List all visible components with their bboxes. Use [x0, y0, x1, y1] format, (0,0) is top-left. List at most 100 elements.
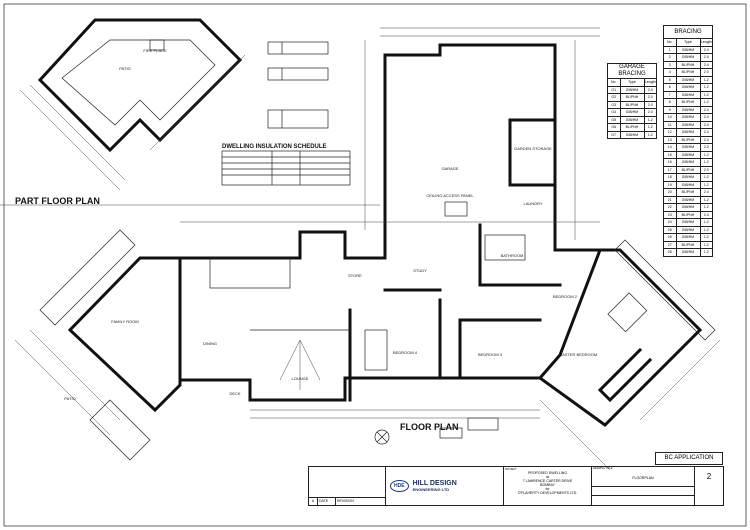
table-cell: GIB/HM [677, 249, 701, 256]
notes-tables: DWELLING INSULATION SCHEDULE [221, 41, 351, 186]
table-cell: 20 [664, 189, 677, 196]
garden-storage-label: GARDEN STORAGE [514, 146, 552, 151]
table-cell: 1.2 [703, 235, 709, 239]
table-cell: 2.4 [703, 130, 709, 134]
table-cell: 14 [664, 144, 677, 151]
table-cell: GIB/HM [677, 46, 701, 53]
bathroom-label: BATHROOM [501, 253, 524, 258]
table-cell: 16 [664, 159, 677, 166]
table-cell: 3 [664, 61, 677, 68]
table-cell: 2.4 [703, 47, 709, 52]
part-floor-plan: FIRE PLACE PATIO PART FLOOR PLAN [0, 18, 380, 206]
sheet-block: 2 [695, 467, 723, 505]
insulation-schedule-title: DWELLING INSULATION SCHEDULE [222, 144, 327, 150]
family-room-label: FAMILY ROOM [111, 319, 138, 324]
table-cell: 7 [664, 91, 677, 98]
table-cell: 2.4 [703, 55, 709, 59]
table-cell: GIB/HM [677, 114, 701, 121]
table-cell: BL/PNH [677, 136, 701, 143]
table-cell: GIB/HM [677, 151, 701, 158]
table-cell: BL/PNH [677, 61, 701, 68]
drawing-title-block: DRAWING TITLE FLOORPLAN [592, 467, 695, 505]
table-cell: 21 [664, 196, 677, 203]
table-cell: GIB/HM [677, 54, 701, 61]
table-cell: 25 [664, 226, 677, 233]
table-cell: No. [664, 39, 677, 46]
hde-logo: HDE [390, 480, 409, 492]
table-cell: 5 [664, 76, 677, 83]
table-cell: 1.2 [703, 197, 709, 202]
table-cell: 2.4 [703, 190, 709, 194]
bedroom3-label: BEDROOM 3 [478, 352, 503, 357]
table-cell: G5 [608, 116, 621, 123]
table-cell: 18 [664, 174, 677, 181]
table-cell: GIB/HM [621, 116, 645, 123]
table-cell: GIB/HM [677, 234, 701, 241]
table-cell: 1.2 [647, 132, 653, 137]
table-cell: GIB/HM [677, 226, 701, 233]
table-cell: G6 [608, 124, 621, 131]
table-cell: GIB/HM [677, 129, 701, 136]
fire-place-label: FIRE PLACE [143, 48, 167, 53]
table-cell: 1.2 [647, 117, 653, 122]
master-bedroom-label: MASTER BEDROOM [559, 352, 597, 357]
table-cell: 1.2 [703, 242, 709, 247]
table-cell: 2.4 [703, 212, 709, 217]
table-cell: 1.2 [703, 160, 709, 164]
table-cell: GIB/HM [677, 106, 701, 113]
table-cell: 8 [664, 99, 677, 106]
table-cell: 2.4 [703, 62, 709, 67]
lounge-label: LOUNGE [292, 376, 309, 381]
table-cell: 2.4 [703, 107, 709, 112]
table-cell: G7 [608, 131, 621, 138]
sheet-border [3, 3, 747, 527]
table-cell: 13 [664, 136, 677, 143]
table-cell: BL/PNH [621, 94, 645, 101]
table-cell: 2.0 [703, 167, 709, 172]
table-cell: 17 [664, 166, 677, 173]
table-cell: GIB/HM [677, 181, 701, 188]
table-cell: GIB/HM [677, 121, 701, 128]
table-cell: 1.2 [703, 100, 709, 104]
table-cell: 2.0 [703, 145, 709, 149]
study-label: STUDY [413, 268, 427, 273]
deck-label: DECK [229, 391, 240, 396]
part-floor-plan-title: PART FLOOR PLAN [15, 196, 100, 206]
table-cell: GIB/HM [677, 204, 701, 211]
table-cell: G3 [608, 101, 621, 108]
table-cell: 2.4 [703, 115, 709, 119]
table-cell: GIB/HM [621, 109, 645, 116]
table-cell: 1.2 [703, 92, 709, 97]
garage-label: GARAGE [441, 166, 458, 171]
table-cell: G4 [608, 109, 621, 116]
store-label: STORE [348, 273, 362, 278]
table-cell: GIB/HM [677, 219, 701, 226]
table-cell: 1.2 [703, 182, 709, 187]
dimension-lines [180, 27, 600, 419]
table-cell: 4 [664, 69, 677, 76]
table-cell: Length [700, 40, 712, 44]
table-cell: 2.4 [703, 122, 709, 127]
table-cell: 15 [664, 151, 677, 158]
table-cell: 2.4 [647, 110, 653, 114]
table-cell: GIB/HM [677, 196, 701, 203]
table-cell: 1.2 [703, 250, 709, 254]
table-cell: 1.2 [703, 175, 709, 179]
